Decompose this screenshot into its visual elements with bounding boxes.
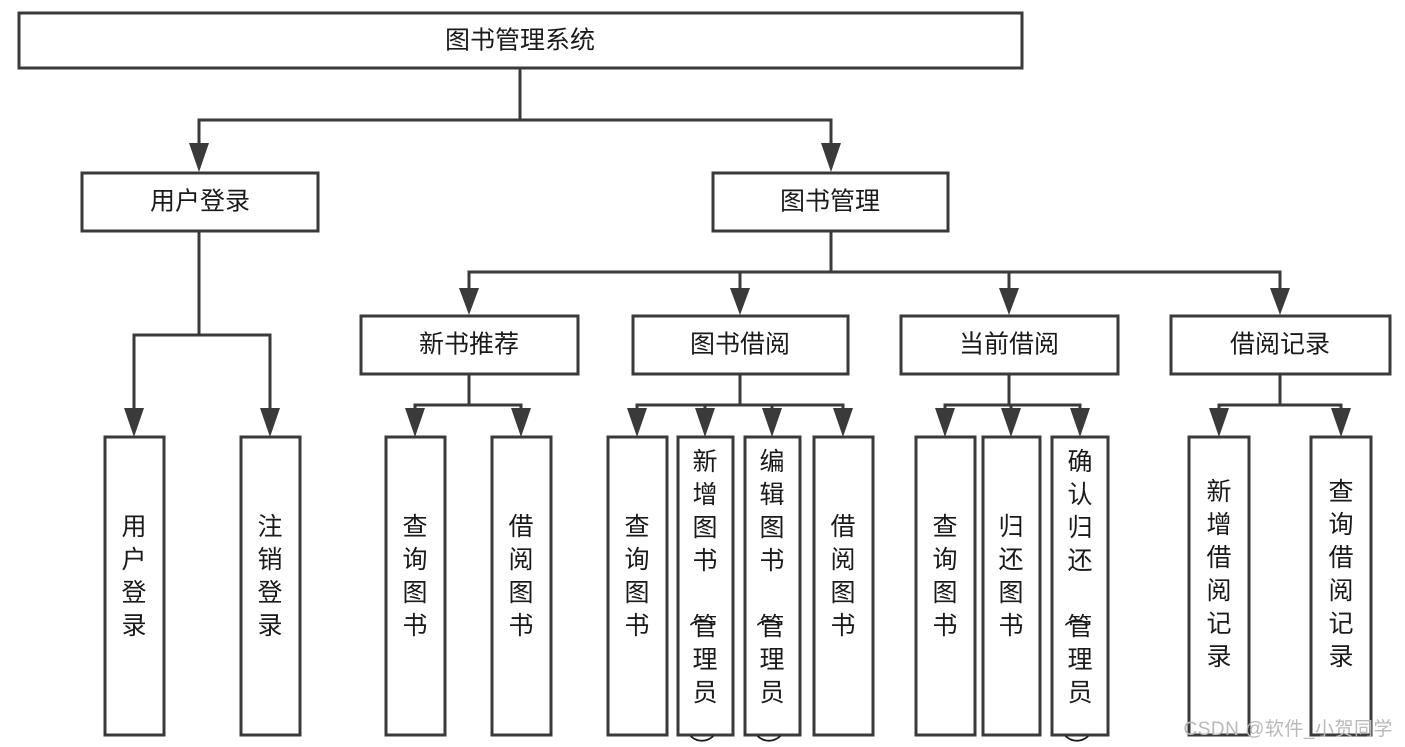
leaf-current-borrow-return[interactable]: 归还图书 (981, 435, 1042, 737)
node-current-borrow-box[interactable] (899, 314, 1120, 376)
node-book-borrow[interactable]: 图书借阅 (631, 314, 850, 376)
leaf-new-book-borrow-label: 借阅图书 (508, 513, 533, 640)
arrow-book-borrow-c2 (695, 408, 715, 437)
arrow-book-mgmt-c4 (1270, 288, 1290, 315)
node-book-management[interactable]: 图书管理 (711, 171, 950, 233)
arrow-new-book-c2 (511, 408, 531, 437)
leaf-book-borrow-borrow[interactable]: 借阅图书 (812, 435, 875, 737)
leaf-new-book-borrow[interactable]: 借阅图书 (490, 435, 553, 737)
node-current-borrow[interactable]: 当前借阅 (899, 314, 1120, 376)
node-borrow-record-box[interactable] (1169, 314, 1392, 376)
connector-group-new-book (405, 373, 531, 437)
connector-group-borrow-record (1209, 373, 1351, 437)
node-book-management-label: 图书管理 (780, 188, 880, 216)
arrow-current-borrow-c1 (935, 408, 955, 437)
node-book-management-box[interactable] (711, 171, 950, 233)
arrow-borrow-record-c2 (1331, 408, 1351, 437)
arrow-root-to-book-mgmt (821, 143, 841, 172)
arrow-root-to-user-login (189, 143, 209, 172)
leaf-borrow-record-query-box[interactable] (1309, 435, 1373, 737)
arrow-current-borrow-c3 (1070, 408, 1090, 437)
leaf-current-borrow-confirm-box[interactable] (1050, 435, 1110, 737)
leaf-new-book-query[interactable]: 查询图书 (384, 435, 447, 737)
leaf-book-borrow-edit[interactable]: 编辑图书（管理员） (743, 435, 802, 747)
node-current-borrow-label: 当前借阅 (959, 331, 1059, 359)
leaf-current-borrow-query[interactable]: 查询图书 (914, 435, 977, 737)
node-borrow-record[interactable]: 借阅记录 (1169, 314, 1392, 376)
leaf-book-borrow-query[interactable]: 查询图书 (606, 435, 669, 737)
connector-group-current-borrow (935, 373, 1090, 437)
arrow-book-borrow-c3 (762, 408, 782, 437)
leaf-book-borrow-edit-label: 编辑图书（管理员） (753, 448, 784, 747)
leaf-current-borrow-return-box[interactable] (981, 435, 1042, 737)
leaf-book-borrow-query-label: 查询图书 (624, 513, 649, 640)
leaf-user-login-login-label: 用户登录 (121, 513, 146, 640)
leaf-borrow-record-add[interactable]: 新增借阅记录 (1187, 435, 1251, 737)
node-root-box[interactable] (17, 11, 1024, 70)
leaf-book-borrow-borrow-box[interactable] (812, 435, 875, 737)
node-borrow-record-label: 借阅记录 (1230, 331, 1330, 359)
leaf-current-borrow-query-box[interactable] (914, 435, 977, 737)
leaf-user-login-login-box[interactable] (103, 435, 166, 737)
connector-group-user-login (124, 230, 280, 437)
arrow-book-mgmt-c2 (730, 288, 750, 315)
node-book-borrow-label: 图书借阅 (690, 331, 790, 359)
arrow-book-mgmt-c3 (999, 288, 1019, 315)
node-root-label: 图书管理系统 (445, 27, 595, 55)
leaf-borrow-record-query[interactable]: 查询借阅记录 (1309, 435, 1373, 737)
leaf-book-borrow-add-box[interactable] (676, 435, 735, 737)
leaf-user-login-logout[interactable]: 注销登录 (239, 435, 302, 737)
arrow-current-borrow-c2 (1001, 408, 1021, 437)
leaf-borrow-record-query-label: 查询借阅记录 (1328, 478, 1353, 671)
leaf-book-borrow-edit-box[interactable] (743, 435, 802, 737)
arrow-new-book-c1 (405, 408, 425, 437)
leaf-user-login-logout-label: 注销登录 (257, 513, 282, 640)
node-new-book-recommend-label: 新书推荐 (419, 331, 519, 359)
csdn-watermark: CSDN @软件_小贺同学 (1183, 719, 1393, 740)
leaf-current-borrow-query-label: 查询图书 (932, 513, 957, 640)
arrow-book-borrow-c4 (833, 408, 853, 437)
leaf-borrow-record-add-box[interactable] (1187, 435, 1251, 737)
node-user-login-label: 用户登录 (150, 188, 250, 216)
leaf-current-borrow-confirm-label: 确认归还（管理员） (1061, 448, 1092, 747)
leaf-book-borrow-query-box[interactable] (606, 435, 669, 737)
arrow-book-mgmt-c1 (459, 288, 479, 315)
node-new-book-recommend[interactable]: 新书推荐 (359, 314, 580, 376)
connector-group-book-borrow (627, 373, 853, 437)
leaf-current-borrow-return-label: 归还图书 (998, 513, 1023, 640)
arrow-book-borrow-c1 (627, 408, 647, 437)
leaf-new-book-borrow-box[interactable] (490, 435, 553, 737)
leaf-borrow-record-add-label: 新增借阅记录 (1206, 478, 1231, 671)
leaf-book-borrow-add[interactable]: 新增图书（管理员） (676, 435, 735, 747)
leaf-book-borrow-add-label: 新增图书（管理员） (686, 448, 717, 747)
node-book-borrow-box[interactable] (631, 314, 850, 376)
node-root[interactable]: 图书管理系统 (17, 11, 1024, 70)
leaf-user-login-logout-box[interactable] (239, 435, 302, 737)
node-user-login-box[interactable] (80, 171, 320, 233)
leaf-user-login-login[interactable]: 用户登录 (103, 435, 166, 737)
leaf-new-book-query-box[interactable] (384, 435, 447, 737)
node-new-book-recommend-box[interactable] (359, 314, 580, 376)
leaf-book-borrow-borrow-label: 借阅图书 (830, 513, 855, 640)
arrow-user-login-c1 (124, 408, 144, 437)
connector-group-book-mgmt (459, 230, 1290, 315)
connector-group-root (189, 66, 841, 172)
node-user-login[interactable]: 用户登录 (80, 171, 320, 233)
arrow-user-login-c2 (260, 408, 280, 437)
arrow-borrow-record-c1 (1209, 408, 1229, 437)
leaf-new-book-query-label: 查询图书 (402, 513, 427, 640)
leaf-current-borrow-confirm[interactable]: 确认归还（管理员） (1050, 435, 1110, 747)
